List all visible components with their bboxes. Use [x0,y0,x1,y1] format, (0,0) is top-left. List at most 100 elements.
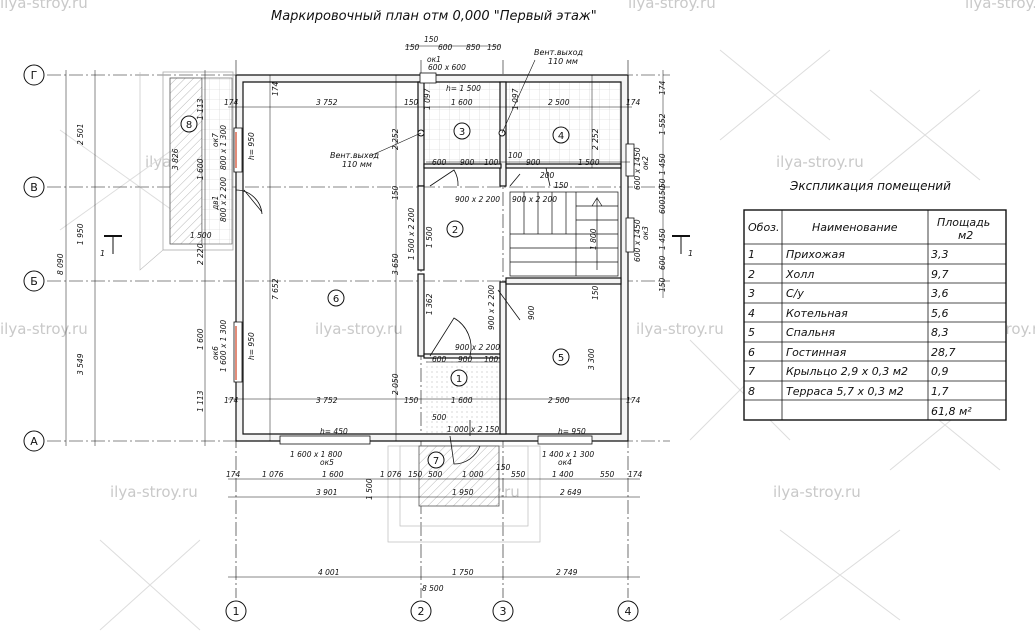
dim-text: 1 362 [425,293,434,315]
dim-text: 2 649 [560,488,582,497]
dim-text: 2 500 [548,396,570,405]
table-cell-area: 3,3 [931,248,949,261]
dim-text: 550 [511,470,526,479]
dim-text: 7 652 [271,278,280,300]
room-markers: 6 3 4 2 5 1 [327,122,570,387]
dim-text: 150 [487,43,502,52]
window-label: ок3 [641,226,650,240]
dim-text: 150 [591,285,600,300]
axis-bubbles: Г В Б А 1 2 3 4 [23,64,639,622]
dim-text: 1 600 [451,98,473,107]
room-number: 6 [333,294,339,305]
dim-text: 4 001 [318,568,339,577]
dim-text: 174 [224,396,239,405]
table-cell-area: 3,6 [931,287,949,300]
dim-text: 1 500 [578,158,600,167]
dim-text: 3 549 [76,353,85,375]
dim-text: 2 050 [391,373,400,395]
room-number: 2 [452,225,458,236]
door-label: 1 000 х 2 150 [447,425,499,434]
dim-text: 1 097 [511,88,520,110]
dim-text: 600 [658,199,667,214]
windows [233,72,635,445]
room-number: 3 [459,127,465,138]
dim-text: 1 113 [196,390,205,412]
watermark: ilya-stroy.ru [110,483,198,501]
dim-text: 2 749 [556,568,578,577]
vent-label: Вент.выход [534,48,584,57]
explication-title: Экспликация помещений [789,179,951,193]
window-label: h= 950 [558,427,586,436]
door-label: 900 х 2 200 [455,195,500,204]
dim-text: 150 [405,43,420,52]
table-cell-name: Котельная [786,307,848,320]
dim-text: 3 901 [316,488,337,497]
dim-text: 600 [432,355,447,364]
inner-dimension-lines [228,75,632,441]
dim-text: 174 [658,80,667,95]
dim-text: 150 [554,181,569,190]
window-label: ок6 [211,346,220,360]
table-cell-code: 7 [748,365,755,378]
dim-text: 100 [484,158,499,167]
dim-text: 150 [424,35,439,44]
door-label: 900 х 2 200 [512,195,557,204]
vent-label: 110 мм [548,57,578,66]
table-cell-name: Прихожая [786,248,845,261]
table-cell-area: 0,9 [931,365,949,378]
dim-text: 200 [540,171,555,180]
table-cell-name: Терраса 5,7 х 0,3 м2 [786,385,904,398]
table-cell-name: Спальня [786,326,835,339]
table-header-area: Площадь [937,216,990,229]
vent-exits [369,59,536,157]
dim-text: 600 [432,158,447,167]
watermark: ilya-stroy.ru [636,320,724,338]
dim-text: 1 600 [322,470,344,479]
table-total: 61,8 м² [931,405,972,418]
room-number: 8 [186,120,192,131]
explication-table: Экспликация помещений Обоз. Наименование… [743,179,1007,421]
window-label: ок1 [427,55,441,64]
table-cell-name: Крыльцо 2,9 х 0,3 м2 [786,365,908,378]
dimension-texts: 150 150 600 850 150 ок1 600 х 600 h= 1 5… [56,35,667,593]
table-header-area-unit: м2 [958,229,973,242]
window-label: 600 х 1450 [633,147,642,190]
axis-label: 4 [625,605,632,618]
dim-text: 174 [626,98,641,107]
table-cell-area: 5,6 [931,307,949,320]
door-label: 900 х 2 200 [455,343,500,352]
table-cell-code: 2 [748,268,755,281]
window-label: h= 1 500 [446,84,481,93]
watermark: ilya-stroy.ru [0,320,88,338]
dim-text: 1 600 [196,328,205,350]
dim-text: 2 500 [548,98,570,107]
dim-text: 2 252 [391,128,400,150]
table-cell-code: 4 [748,307,755,320]
table-header-name: Наименование [812,221,898,234]
doors [235,167,551,465]
dim-text: 100 [508,151,523,160]
table-cell-name: С/у [786,287,804,300]
window-label: ок5 [320,458,334,467]
boiler-floor [506,82,624,164]
dim-text: 1 950 [76,223,85,245]
table-cell-code: 5 [748,326,755,339]
dim-text: 1 000 [462,470,484,479]
table-cell-name: Холл [785,268,814,281]
watermark: ilya-stroy.ru [0,0,88,12]
dim-text: 2 252 [591,128,600,150]
outer-dimension-lines [65,45,664,578]
porch: 7 [387,445,541,543]
table-header-code: Обоз. [748,221,780,234]
dim-text: 1 600 [196,158,205,180]
dim-text: 3 650 [391,253,400,275]
dim-text: 150 [496,463,511,472]
window-label: ок2 [641,156,650,170]
watermark: ilya-stroy.ru [965,0,1035,12]
dim-text: 150 [658,277,667,292]
dim-text: 900 [458,355,473,364]
window-label: h= 950 [247,332,256,360]
table-cell-name: Гостинная [786,346,847,359]
window-label: 800 х 1 300 [219,125,228,170]
